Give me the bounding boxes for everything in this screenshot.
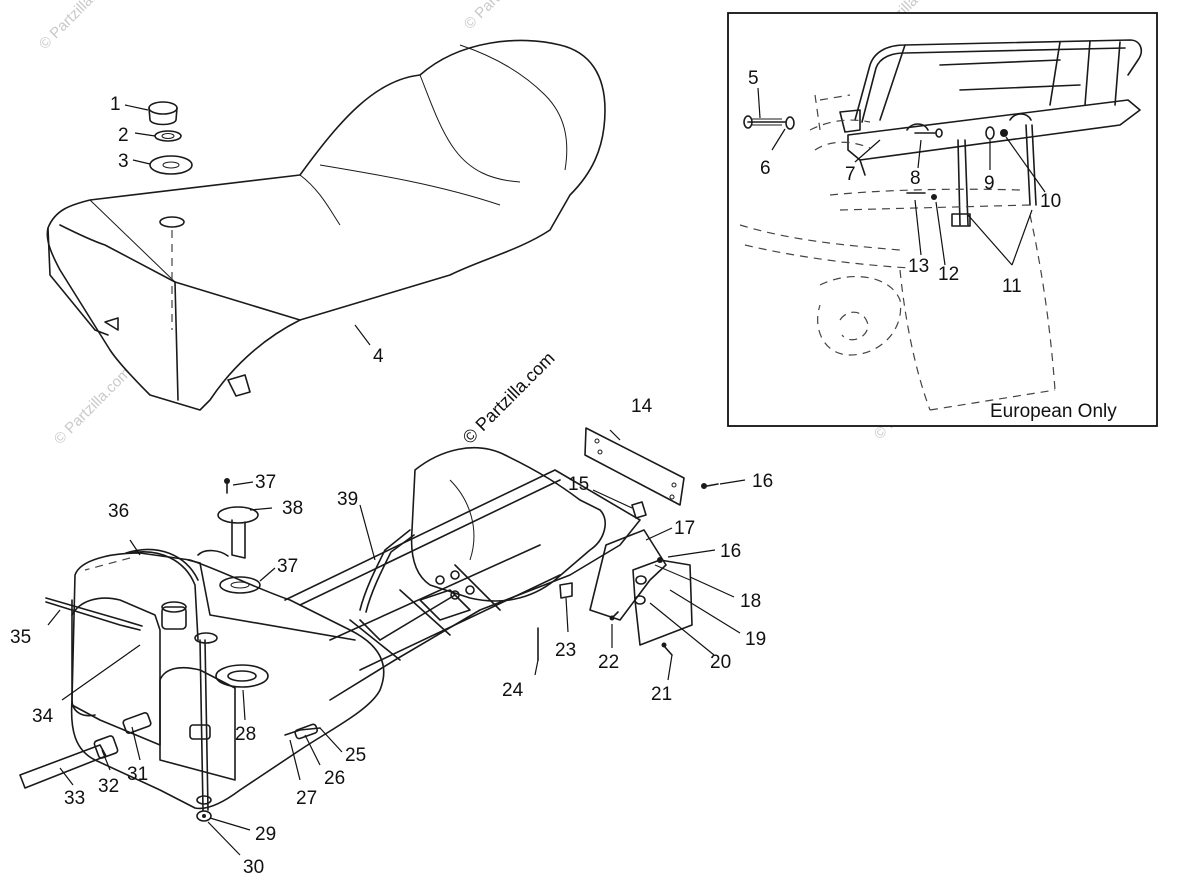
leader-lines xyxy=(47,104,746,856)
fuel-sender xyxy=(197,478,261,594)
callout-29: 29 xyxy=(255,824,276,845)
callout-30: 30 xyxy=(243,857,264,878)
fuel-line xyxy=(19,712,152,789)
callout-16b: 16 xyxy=(720,541,741,562)
callout-15: 15 xyxy=(568,474,589,495)
rear-hose xyxy=(359,529,475,613)
callout-39: 39 xyxy=(337,489,358,510)
license-plate xyxy=(584,427,685,519)
watermark-top-left: © Partzilla.com xyxy=(36,0,119,53)
callout-12: 12 xyxy=(938,264,959,285)
callout-18: 18 xyxy=(740,591,761,612)
callout-13: 13 xyxy=(908,256,929,277)
callout-6: 6 xyxy=(760,158,771,179)
callout-31: 31 xyxy=(127,764,148,785)
callout-17: 17 xyxy=(674,518,695,539)
callout-24: 24 xyxy=(502,680,524,701)
callout-8: 8 xyxy=(910,168,921,189)
callout-1: 1 xyxy=(110,94,121,115)
callout-34: 34 xyxy=(32,706,54,727)
callout-11: 11 xyxy=(1002,276,1022,297)
callout-23: 23 xyxy=(555,640,576,661)
callout-26: 26 xyxy=(324,768,345,789)
callout-10: 10 xyxy=(1040,191,1061,212)
callout-5: 5 xyxy=(748,68,759,89)
watermark-main: © Partzilla.com xyxy=(459,348,559,448)
callout-28: 28 xyxy=(235,724,256,745)
callout-36: 36 xyxy=(108,501,129,522)
rear-fender xyxy=(410,447,606,621)
callout-37b: 37 xyxy=(277,556,298,577)
callout-21: 21 xyxy=(651,684,672,705)
watermark-top-center: © Partzilla.com xyxy=(461,0,544,33)
callout-3: 3 xyxy=(118,151,129,172)
callout-27: 27 xyxy=(296,788,317,809)
callout-22: 22 xyxy=(598,652,619,673)
callout-20: 20 xyxy=(710,652,731,673)
callout-7: 7 xyxy=(845,164,856,185)
tail-light-bracket xyxy=(537,483,719,661)
watermark-mid-left: © Partzilla.com xyxy=(51,364,134,447)
gas-cap-parts xyxy=(148,101,193,175)
european-inset: European Only xyxy=(727,12,1158,427)
inset-caption: European Only xyxy=(990,401,1117,422)
frame xyxy=(284,469,641,701)
callout-2: 2 xyxy=(118,125,129,146)
callout-37a: 37 xyxy=(255,472,276,493)
callout-33: 33 xyxy=(64,788,85,809)
callout-25: 25 xyxy=(345,745,366,766)
callout-38: 38 xyxy=(282,498,303,519)
callout-19: 19 xyxy=(745,629,766,650)
fuel-tank xyxy=(70,552,385,810)
callout-14: 14 xyxy=(631,396,653,417)
inset-frame xyxy=(727,12,1158,427)
callout-4: 4 xyxy=(373,346,384,367)
callout-32: 32 xyxy=(98,776,119,797)
callout-9: 9 xyxy=(984,173,995,194)
callout-numbers: 1 2 3 4 5 6 7 8 9 10 11 12 13 14 15 16 1… xyxy=(10,68,1061,878)
bottom-fasteners xyxy=(196,795,212,822)
callout-35: 35 xyxy=(10,627,31,648)
seat-assembly xyxy=(46,39,606,411)
vent-hoses xyxy=(45,548,211,811)
callout-16a: 16 xyxy=(752,471,773,492)
